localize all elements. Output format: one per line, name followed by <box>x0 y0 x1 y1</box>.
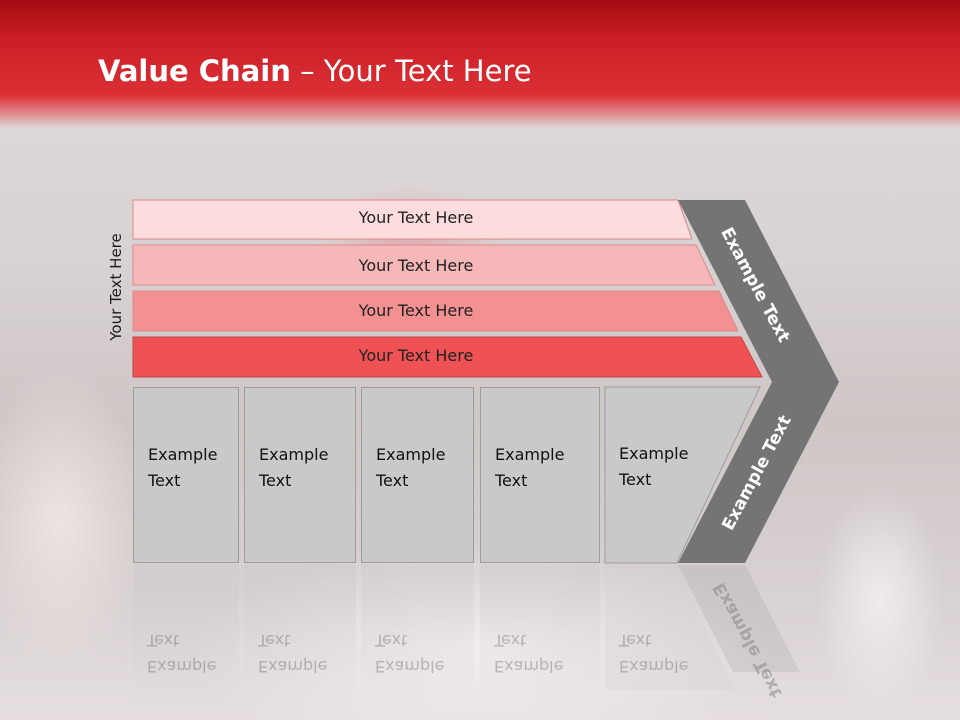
chevron-upper[interactable] <box>678 200 839 382</box>
bar-2-label: Your Text Here <box>358 256 474 275</box>
title-rest: – Your Text Here <box>290 54 532 88</box>
bar-3-label: Your Text Here <box>358 301 474 320</box>
box-5-reflection <box>605 565 735 690</box>
bar-4-label: Your Text Here <box>358 346 474 365</box>
chevron-reflection <box>678 565 800 672</box>
box-5-shape[interactable] <box>604 386 761 564</box>
bar-1[interactable] <box>132 199 693 240</box>
bar-2[interactable] <box>132 244 716 286</box>
chevron-lower[interactable] <box>678 382 839 563</box>
slide-title: Value Chain – Your Text Here <box>98 54 532 88</box>
bar-3[interactable] <box>132 290 739 332</box>
header-band <box>0 0 960 128</box>
title-bold: Value Chain <box>98 54 291 88</box>
bar-4[interactable] <box>132 336 763 378</box>
bar-1-label: Your Text Here <box>358 208 474 227</box>
